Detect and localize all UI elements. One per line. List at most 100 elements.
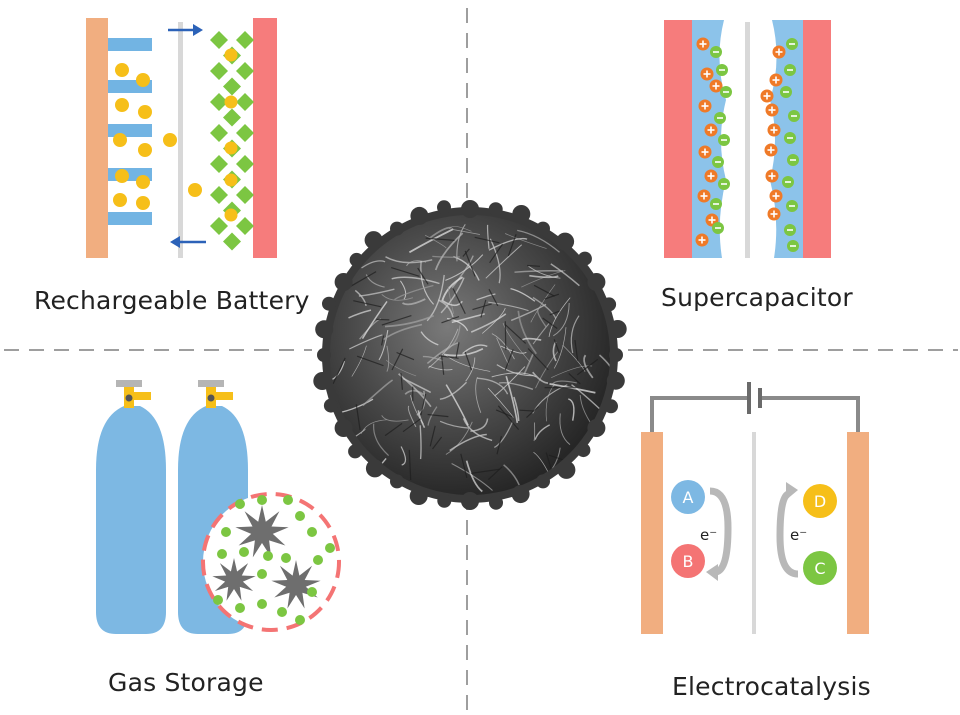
petal-edge [453,255,480,281]
petal-edge [437,299,454,318]
gas-molecules [213,495,335,625]
rim-petal [609,348,623,362]
gas-molecule [213,595,223,605]
rim-petal [489,495,503,510]
species-c-label: C [814,559,825,578]
rim-petal [511,485,530,504]
petal-edge [488,301,529,312]
petal-edge [391,276,440,285]
cation-plus [698,99,712,113]
petal-edge [351,345,367,377]
cation-plus [769,73,783,87]
cation-plus [697,189,711,203]
species-c-circle [803,551,837,585]
petal-edge [500,345,527,354]
gas-molecule [239,547,249,557]
species-b-circle [671,544,705,578]
petal-edge [361,260,386,269]
gas-molecule [283,495,293,505]
quadrant-dividers [4,8,958,712]
petal-edge [422,355,444,362]
gas-valve-cap-left [116,380,142,387]
petal-shadow [519,409,534,412]
petal-shadow [332,357,346,385]
petal-edge [571,384,600,410]
rim-petal [365,459,384,478]
petal-edge [441,325,461,354]
lithium-ion [115,63,129,77]
gas-molecule [325,543,335,553]
petal-edge [535,351,559,389]
battery-separator [178,22,183,258]
petal-edge [517,310,537,355]
petal-shadow [452,288,466,314]
rim-petal [409,487,428,505]
lithium-ion [188,183,202,197]
rim-petal [587,273,606,291]
host-diamond [236,155,254,173]
petal-edge [420,331,439,346]
gas-molecule [281,553,291,563]
petal-edge [432,255,460,258]
cation-plus [696,37,710,51]
petal-shadow [396,351,415,361]
petal-edge [408,228,454,254]
rim-petal [608,320,627,338]
petal-shadow [568,372,581,385]
gas-adsorbent-stars [212,505,321,609]
petal-edge [443,347,484,357]
petal-edge [445,421,473,455]
battery-arrow-top [168,24,203,36]
petal-edge [568,398,575,421]
anion-minus [787,154,799,166]
petal-shadow [526,406,539,419]
battery-arrow-bottom [170,236,206,248]
sphere-rim-bumps [313,200,627,510]
gas-molecule [307,587,317,597]
petal-edge [434,232,464,271]
rim-petal [557,460,576,479]
anion-minus [718,134,730,146]
cation-plus [767,123,781,137]
petal-edge [488,237,528,251]
petal-shadow [355,404,361,431]
lithium-ion [138,105,152,119]
intercalated-ion [224,208,238,222]
petal-edge [398,373,432,408]
petal-edge [354,289,367,307]
petal-edge [385,256,433,264]
petal-shadow [574,339,579,361]
petal-edge [348,309,372,319]
petal-edge [486,224,490,249]
petal-edge [532,296,557,319]
gas-molecule [235,603,245,613]
lithium-ion [163,133,177,147]
host-diamond [210,31,228,49]
host-diamond [210,124,228,142]
petal-shadow [533,284,555,297]
anion-minus [787,240,799,252]
petal-shadow [487,466,503,481]
reaction-arrowhead-right [786,482,798,500]
petal-edge [400,446,407,466]
reaction-arrow-right [776,490,799,578]
gas-cylinder-left [96,406,166,634]
petal-edge [475,376,482,413]
petal-edge [532,323,550,345]
petal-shadow [553,339,561,354]
petal-edge [404,389,424,396]
petal-edge [533,422,536,442]
rim-petal [364,231,383,250]
petal-edge [360,419,387,435]
host-diamond [210,93,228,111]
rim-petal [315,320,334,339]
gas-valve-cap-right [198,380,224,387]
petal-shadow [420,393,427,416]
petal-shadow [455,342,460,359]
host-diamond [223,77,241,96]
cation-plus [765,169,779,183]
cation-plus [704,169,718,183]
petal-edge [553,327,567,369]
petal-shadow [391,348,404,371]
